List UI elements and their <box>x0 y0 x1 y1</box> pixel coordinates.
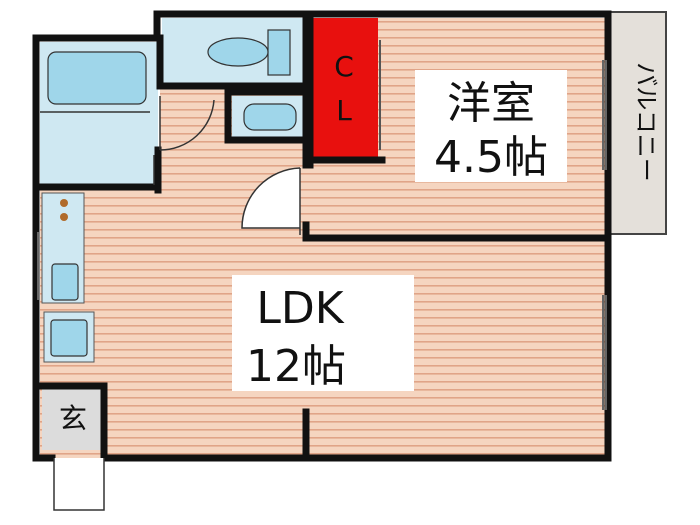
ldk-size: 12帖 <box>246 341 346 392</box>
stove-burner-icon <box>60 213 68 221</box>
stove-burner-icon <box>60 199 68 207</box>
fridge-icon <box>50 319 88 357</box>
entrance-label: 玄 <box>59 402 87 435</box>
windows <box>37 60 607 410</box>
ldk-name: LDK <box>256 283 344 334</box>
sink-icon <box>51 263 79 301</box>
bathtub-icon <box>47 51 147 105</box>
western-room-size: 4.5帖 <box>434 132 548 183</box>
toilet-bowl-icon <box>207 37 269 67</box>
walls <box>32 10 612 462</box>
entrance <box>42 388 104 450</box>
toilet-tank-icon <box>267 29 291 76</box>
western-room-name: 洋室 <box>447 78 535 129</box>
doors <box>53 96 301 511</box>
closet <box>310 18 378 160</box>
wash-basin-icon <box>243 103 297 131</box>
balcony-label: バルコニー <box>632 62 660 182</box>
closet-label-c: C <box>334 50 354 83</box>
western-room-label-box <box>415 70 567 182</box>
closet-label-l: L <box>336 94 352 127</box>
ldk-label-box <box>232 275 414 391</box>
